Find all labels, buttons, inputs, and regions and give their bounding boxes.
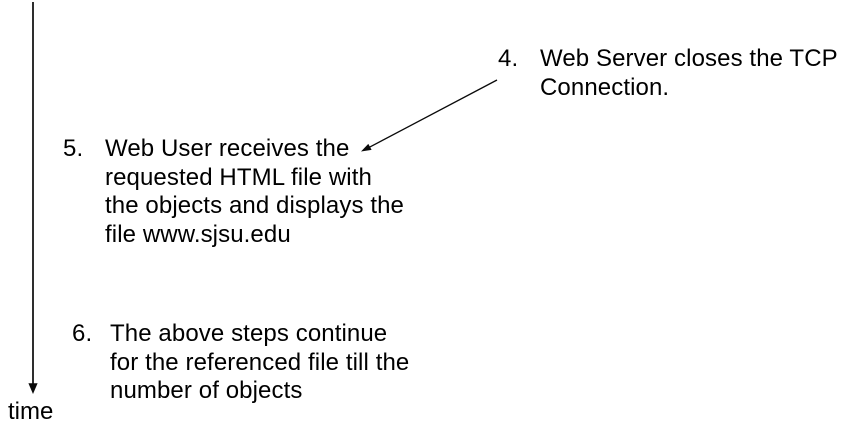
- step-5-text: Web User receives the requested HTML fil…: [105, 135, 404, 248]
- time-axis-label: time: [8, 398, 54, 425]
- step4-to-step5-arrow-line: [369, 79, 498, 148]
- step-6: 6. The above steps continue for the refe…: [72, 320, 455, 406]
- step-4-number: 4.: [498, 45, 519, 72]
- step-4-text: Web Server closes the TCP Connection.: [540, 45, 838, 101]
- step-6-text: The above steps continue for the referen…: [110, 320, 410, 404]
- step-5: 5. Web User receives the requested HTML …: [63, 135, 435, 249]
- step-6-number: 6.: [72, 320, 93, 347]
- time-axis-arrowhead-icon: [28, 383, 38, 394]
- step-4: 4. Web Server closes the TCP Connection.: [498, 45, 848, 102]
- step-5-number: 5.: [63, 135, 84, 162]
- step4-to-step5-arrowhead-icon: [361, 143, 372, 152]
